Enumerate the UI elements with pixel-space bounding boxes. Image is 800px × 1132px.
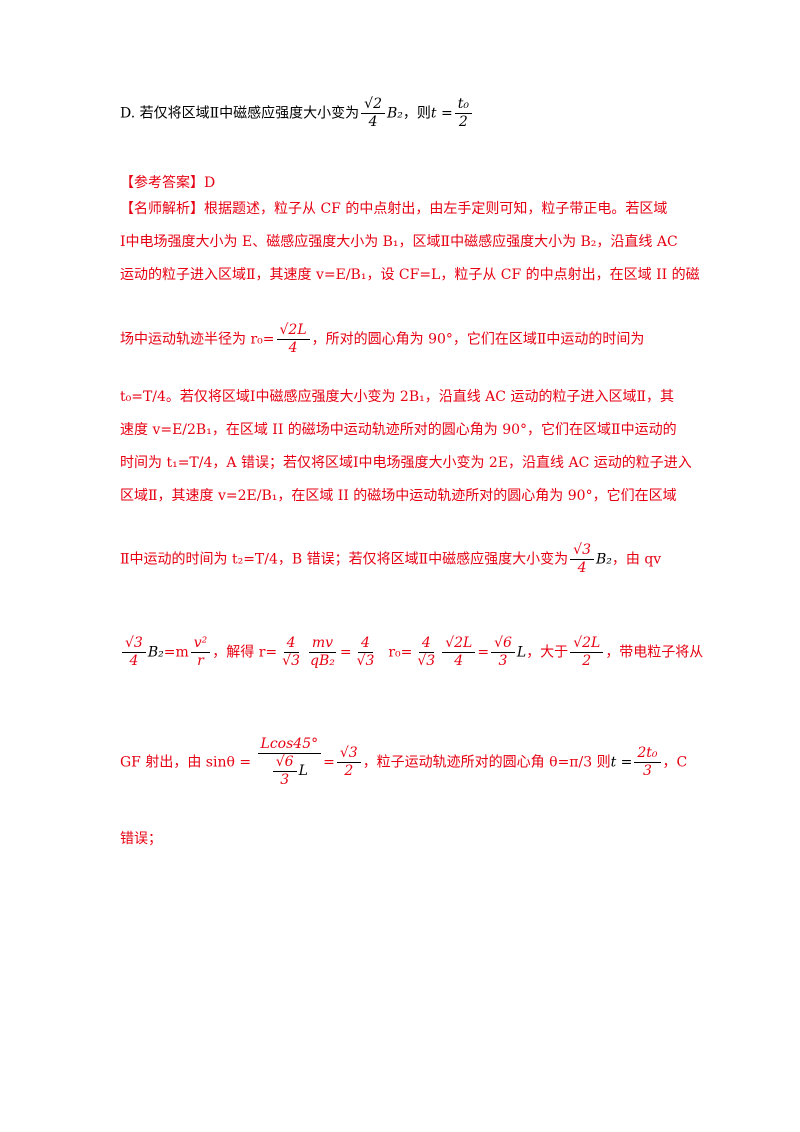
analysis-line-5: t₀=T/4。若仅将区域Ⅰ中磁感应强度大小变为 2B₁，沿直线 AC 运动的粒子… [120, 389, 674, 405]
answer-label: 【参考答案】D [120, 175, 216, 191]
analysis-line-7: 时间为 t₁=T/4，A 错误；若仅将区域Ⅰ中电场强度大小变为 2E，沿直线 A… [120, 455, 692, 471]
option-d-text: D. 若仅将区域Ⅱ中磁感应强度大小变为 [120, 105, 360, 122]
analysis-line-3: 运动的粒子进入区域Ⅱ，其速度 v=E/B₁，设 CF=L，粒子从 CF 的中点射… [120, 267, 700, 283]
analysis-line-12: 错误； [120, 831, 162, 847]
analysis-line-1: 【名师解析】根据题述，粒子从 CF 的中点射出，由左手定则可知，粒子带正电。若区… [120, 201, 668, 217]
analysis-line-6: 速度 v=E/2B₁，在区域 II 的磁场中运动轨迹所对的圆心角为 90°，它们… [120, 422, 677, 438]
analysis-line-8: 区域Ⅱ，其速度 v=2E/B₁，在区域 II 的磁场中运动轨迹所对的圆心角为 9… [120, 488, 677, 504]
analysis-line-2: Ⅰ中电场强度大小为 E、磁感应强度大小为 B₁，区域Ⅱ中磁感应强度大小为 B₂，… [120, 234, 678, 250]
